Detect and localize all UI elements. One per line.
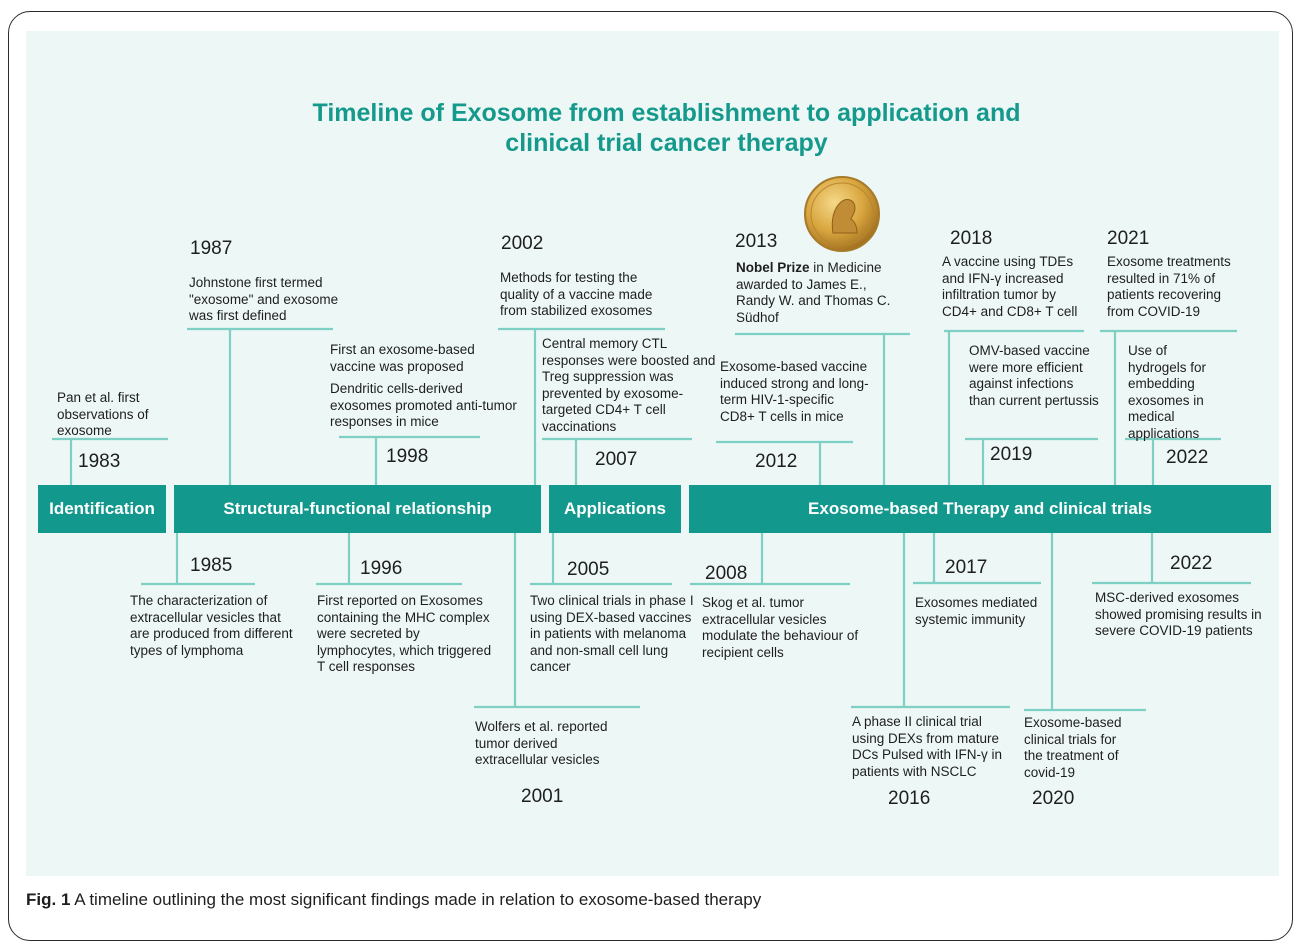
year-2001: 2001 <box>521 786 564 807</box>
event-text-2005: Two clinical trials in phase I using DEX… <box>530 593 694 674</box>
figure-title: Timeline of Exosome from establishment t… <box>0 98 1293 158</box>
year-1996: 1996 <box>360 558 403 579</box>
event-text-2020: Exosome-based clinical trials for the tr… <box>1024 715 1122 780</box>
year-1998: 1998 <box>386 446 429 467</box>
year-2012: 2012 <box>755 451 798 472</box>
event-text-2007: Central memory CTL responses were booste… <box>542 336 716 434</box>
year-2022-top: 2022 <box>1166 447 1209 468</box>
event-text-1983: Pan et al. first observations of exosome <box>57 390 149 438</box>
event-text-2022-top: Use of hydrogels for embedding exosomes … <box>1128 343 1207 441</box>
caption-text: A timeline outlining the most significan… <box>74 890 762 909</box>
year-2022-bottom: 2022 <box>1170 553 1213 574</box>
event-text-1987: Johnstone first termed "exosome" and exo… <box>189 275 339 323</box>
event-text-1996: First reported on Exosomes containing th… <box>317 593 492 674</box>
event-text-2002: Methods for testing the quality of a vac… <box>500 270 653 318</box>
year-2017: 2017 <box>945 557 988 578</box>
year-1985: 1985 <box>190 555 233 576</box>
event-text-1985: The characterization of extracellular ve… <box>130 593 293 658</box>
event-text-2013: Nobel Prize in Medicine awarded to James… <box>736 260 891 325</box>
event-text-2022-bottom: MSC-derived exosomes showed promising re… <box>1095 590 1262 638</box>
year-1983: 1983 <box>78 451 121 472</box>
phase-applications: Applications <box>549 485 681 533</box>
event-text-2021: Exosome treatments resulted in 71% of pa… <box>1107 254 1231 319</box>
year-1987: 1987 <box>190 238 233 259</box>
title-line-1: Timeline of Exosome from establishment t… <box>312 99 1021 127</box>
phase-therapy-clinical-trials: Exosome-based Therapy and clinical trial… <box>689 485 1271 533</box>
year-2013: 2013 <box>735 231 778 252</box>
year-2005: 2005 <box>567 559 610 580</box>
event-text-2018: A vaccine using TDEs and IFN-γ increased… <box>942 254 1078 319</box>
year-2019: 2019 <box>990 444 1033 465</box>
event-text-2008: Skog et al. tumor extracellular vesicles… <box>702 595 859 660</box>
figure-caption: Fig. 1 A timeline outlining the most sig… <box>26 890 761 910</box>
nobel-prize-label: Nobel Prize <box>736 260 810 275</box>
year-2021: 2021 <box>1107 228 1150 249</box>
nobel-medal-icon <box>804 176 880 252</box>
year-2007: 2007 <box>595 449 638 470</box>
event-text-2016: A phase II clinical trial using DEXs fro… <box>852 714 1003 779</box>
title-line-2: clinical trial cancer therapy <box>505 129 828 157</box>
event-text-2012: Exosome-based vaccine induced strong and… <box>720 359 869 424</box>
phase-structural-functional: Structural-functional relationship <box>174 485 541 533</box>
year-2020: 2020 <box>1032 788 1075 809</box>
event-text-1998-a: First an exosome-based vaccine was propo… <box>330 342 475 374</box>
caption-label: Fig. 1 <box>26 890 71 909</box>
event-text-2019: OMV-based vaccine were more efficient ag… <box>969 343 1099 408</box>
event-text-2001: Wolfers et al. reported tumor derived ex… <box>475 719 608 767</box>
year-2016: 2016 <box>888 788 931 809</box>
year-2018: 2018 <box>950 228 993 249</box>
connector-lines <box>52 327 1251 712</box>
year-2008: 2008 <box>705 563 748 584</box>
event-text-2017: Exosomes mediated systemic immunity <box>915 595 1038 627</box>
year-2002: 2002 <box>501 233 544 254</box>
phase-identification: Identification <box>38 485 166 533</box>
event-text-1998-b: Dendritic cells-derived exosomes promote… <box>330 381 517 429</box>
figure-panel <box>26 31 1279 876</box>
